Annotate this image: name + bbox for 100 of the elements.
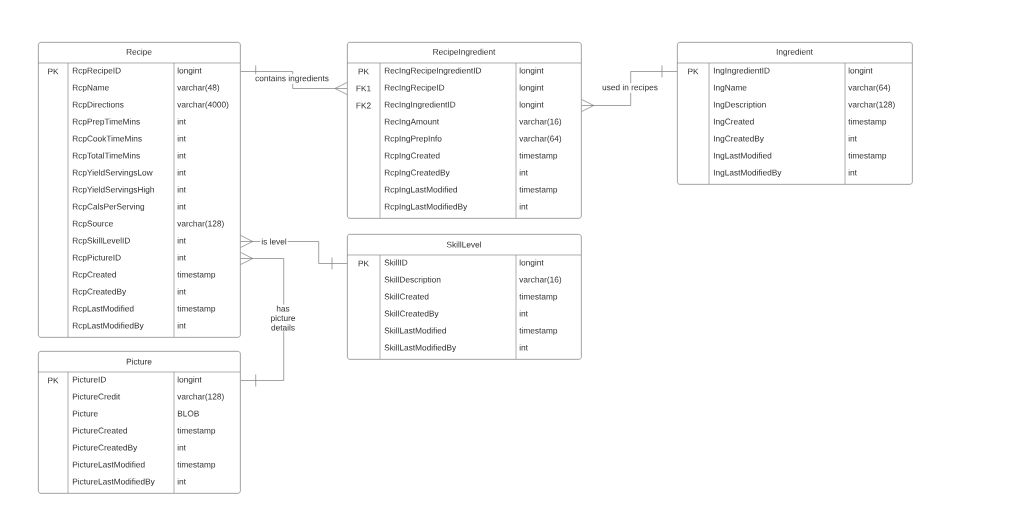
field-name: IngCreatedBy (714, 135, 764, 144)
data-type: longint (519, 101, 544, 110)
data-type: varchar(16) (519, 276, 562, 285)
field-name: IngIngredientID (714, 67, 770, 76)
data-type: int (177, 288, 186, 295)
data-type: int (177, 254, 186, 261)
data-type: int (177, 118, 186, 125)
field-name: PictureID (72, 376, 106, 383)
data-type: BLOB (177, 410, 199, 417)
field-name: SkillCreated (384, 293, 429, 300)
key-label: PK (48, 377, 59, 384)
field-name: RcpIngLastModified (384, 186, 457, 195)
data-type: varchar(128) (177, 220, 224, 229)
table-title: Picture (126, 358, 152, 365)
data-type: longint (848, 67, 873, 76)
field-name: RcpName (72, 84, 109, 93)
relationship-line (240, 65, 348, 95)
field-name: IngLastModified (714, 152, 772, 161)
key-label: PK (688, 68, 699, 75)
data-type: int (177, 169, 186, 176)
data-type: timestamp (519, 327, 558, 336)
data-type: int (177, 186, 186, 193)
data-type: longint (519, 84, 544, 93)
edge-label: has picture details (262, 304, 304, 332)
table-title: Recipe (126, 48, 152, 57)
key-label: PK (48, 68, 59, 75)
key-label: PK (358, 68, 369, 75)
field-name: RcpPictureID (72, 254, 121, 263)
field-name: RecIngAmount (384, 118, 440, 127)
data-type: varchar(16) (519, 118, 562, 127)
field-name: RcpRecipeID (72, 67, 121, 76)
data-type: varchar(128) (177, 393, 224, 402)
field-name: RcpIngCreatedBy (384, 169, 450, 178)
field-name: RcpIngPrepInfo (384, 135, 442, 144)
field-name: IngCreated (714, 118, 754, 127)
data-type: int (177, 237, 186, 244)
key-label: FK2 (356, 102, 371, 109)
field-name: RcpCookTimeMins (72, 135, 142, 144)
data-type: varchar(64) (848, 84, 891, 93)
data-type: timestamp (848, 152, 887, 161)
data-type: int (519, 203, 528, 210)
field-name: RcpCalsPerServing (72, 203, 145, 212)
table-title: SkillLevel (446, 241, 481, 248)
data-type: longint (177, 67, 202, 76)
data-type: varchar(128) (848, 101, 895, 110)
data-type: int (177, 203, 186, 210)
data-type: timestamp (177, 305, 216, 314)
field-name: IngName (714, 84, 747, 93)
data-type: int (848, 135, 857, 142)
data-type: int (177, 478, 186, 485)
data-type: int (519, 169, 528, 176)
relationship-line (581, 65, 678, 112)
field-name: RecIngRecipeIngredientID (384, 67, 482, 76)
data-type: timestamp (848, 118, 887, 127)
data-type: timestamp (519, 186, 558, 195)
data-type: varchar(4000) (177, 101, 229, 110)
field-name: RcpYieldServingsHigh (72, 186, 154, 195)
key-label: FK1 (356, 85, 371, 92)
relationship-line (240, 252, 285, 387)
field-name: RcpIngLastModifiedBy (384, 203, 468, 212)
field-name: RcpIngCreated (384, 152, 440, 161)
data-type: int (177, 152, 186, 159)
data-type: int (519, 310, 528, 317)
data-type: int (848, 169, 857, 176)
field-name: PictureCredit (72, 393, 121, 400)
field-name: PictureCreated (72, 427, 128, 434)
field-name: PictureLastModifiedBy (72, 478, 155, 487)
data-type: longint (519, 67, 544, 76)
field-name: PictureLastModified (72, 461, 145, 468)
edge-label: is level (260, 237, 288, 246)
data-type: timestamp (519, 152, 558, 161)
field-name: RecIngIngredientID (384, 101, 456, 110)
field-name: SkillDescription (384, 276, 441, 285)
field-name: Picture (72, 410, 98, 417)
edge-label: contains ingredients (254, 74, 330, 84)
edge-label: used in recipes (601, 83, 659, 93)
table-title: RecipeIngredient (433, 48, 496, 57)
data-type: varchar(64) (519, 135, 562, 144)
field-name: SkillLastModifiedBy (384, 344, 457, 353)
field-name: RecIngRecipeID (384, 84, 445, 93)
field-name: RcpYieldServingsLow (72, 169, 153, 178)
data-type: varchar(48) (177, 84, 220, 93)
data-type: timestamp (177, 427, 216, 436)
data-type: longint (177, 376, 202, 385)
field-name: RcpDirections (72, 101, 124, 110)
key-label: PK (358, 260, 369, 267)
data-type: timestamp (177, 461, 216, 470)
data-type: int (177, 444, 186, 451)
field-name: SkillCreatedBy (384, 310, 439, 319)
data-type: timestamp (519, 293, 558, 302)
field-name: RcpLastModified (72, 305, 134, 314)
field-name: RcpLastModifiedBy (72, 322, 144, 331)
data-type: timestamp (177, 271, 216, 280)
field-name: RcpTotalTimeMins (72, 152, 140, 161)
field-name: PictureCreatedBy (72, 444, 138, 453)
data-type: longint (519, 259, 544, 268)
data-type: int (177, 135, 186, 142)
field-name: SkillID (384, 259, 408, 266)
data-type: int (519, 344, 528, 351)
field-name: RcpCreated (72, 271, 116, 280)
